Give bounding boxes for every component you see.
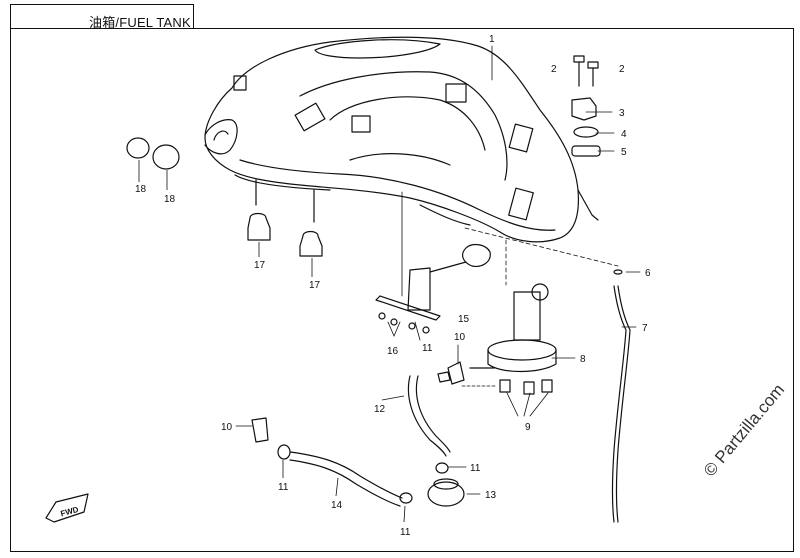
callout-12: 12 <box>374 404 386 415</box>
filter-part-13 <box>427 478 465 507</box>
washer-part-4 <box>573 126 599 138</box>
callout-11-b: 11 <box>278 482 289 493</box>
drain-hose-part-7 <box>615 285 631 523</box>
bolt-part-2 <box>573 55 599 87</box>
callout-18-b: 18 <box>164 194 176 205</box>
callout-17-a: 17 <box>254 260 266 271</box>
label-ticks <box>138 160 406 523</box>
callout-11-a: 11 <box>422 343 433 354</box>
callout-11-d: 11 <box>400 527 411 538</box>
callout-14: 14 <box>331 500 343 511</box>
callout-18-a: 18 <box>135 184 147 195</box>
elbow-part-10-left <box>251 417 269 443</box>
callout-1: 1 <box>489 34 495 45</box>
hose-part-14 <box>289 451 403 499</box>
cushion-part-17 <box>247 212 323 257</box>
diagram-title: 油箱/FUEL TANK <box>89 15 191 30</box>
callout-2a: 2 <box>551 64 557 75</box>
callout-16: 16 <box>387 346 399 357</box>
clip-part-6 <box>613 269 623 275</box>
callout-17-b: 17 <box>309 280 321 291</box>
callout-7: 7 <box>642 323 648 334</box>
hose-part-12 <box>407 375 447 457</box>
callout-15: 15 <box>458 314 470 325</box>
cap-part-18 <box>126 137 180 170</box>
callout-11-c: 11 <box>470 463 481 474</box>
elbow-part-10 <box>447 361 465 385</box>
callout-3: 3 <box>619 108 625 119</box>
bolt-part-9 <box>499 379 553 395</box>
fuel-pump-part-8 <box>469 283 557 373</box>
callout-labels: 1 2 2 3 4 5 6 7 8 9 10 10 11 11 11 11 12… <box>135 34 651 538</box>
bracket-part-3 <box>571 97 597 121</box>
title-tab: 油箱/FUEL TANK <box>10 4 194 30</box>
fuel-tank <box>204 36 599 243</box>
callout-10-top: 10 <box>454 332 466 343</box>
diagram-frame <box>10 28 794 552</box>
callout-13: 13 <box>485 490 497 501</box>
rubber-part-5 <box>571 145 601 157</box>
callout-5: 5 <box>621 147 627 158</box>
callout-9: 9 <box>525 422 531 433</box>
callout-6: 6 <box>645 268 651 279</box>
callout-4: 4 <box>621 129 627 140</box>
callout-8: 8 <box>580 354 586 365</box>
fwd-arrow <box>45 493 89 523</box>
fuel-level-bracket <box>375 243 491 334</box>
callout-2b: 2 <box>619 64 625 75</box>
callout-10-left: 10 <box>221 422 233 433</box>
